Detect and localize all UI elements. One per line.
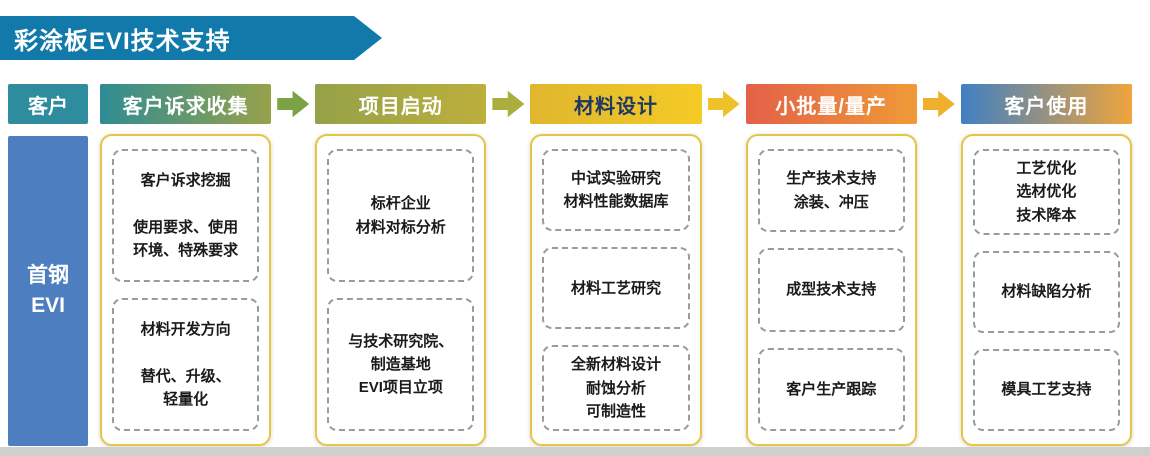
process-box-process-optimization: 工艺优化 选材优化 技术降本 [972, 149, 1121, 235]
right-arrow-icon [492, 90, 525, 118]
stage-body-project-launch: 标杆企业 材料对标分析 与技术研究院、 制造基地 EVI项目立项 [315, 134, 487, 446]
stage-body-customer-use: 工艺优化 选材优化 技术降本 材料缺陷分析 模具工艺支持 [960, 134, 1133, 446]
stage-project-launch: 项目启动 标杆企业 材料对标分析 与技术研究院、 制造基地 EVI项目立项 [315, 84, 487, 446]
stage-header-mass-production: 小批量/量产 [745, 84, 917, 124]
process-box-evi-project-approval: 与技术研究院、 制造基地 EVI项目立项 [327, 298, 475, 431]
stage-customer-use: 客户使用 工艺优化 选材优化 技术降本 材料缺陷分析 模具工艺支持 [960, 84, 1133, 446]
process-box-pilot-research: 中试实验研究 材料性能数据库 [542, 149, 690, 232]
shougang-evi-box: 首钢 EVI [8, 136, 88, 446]
customer-column: 客户 首钢 EVI [8, 84, 88, 446]
process-box-customer-production-tracking: 客户生产跟踪 [757, 347, 905, 431]
process-box-benchmark-analysis: 标杆企业 材料对标分析 [327, 149, 475, 282]
arrow-cell-3 [702, 84, 746, 446]
right-arrow-icon [277, 90, 310, 118]
process-box-production-tech-support: 生产技术支持 涂装、冲压 [757, 149, 905, 233]
process-box-forming-tech-support: 成型技术支持 [757, 248, 905, 332]
stage-header-material-design: 材料设计 [530, 84, 702, 124]
process-flow: 客户 首钢 EVI 客户诉求收集 客户诉求挖掘 使用要求、使用 环境、特殊要求 … [8, 84, 1133, 446]
page-title: 彩涂板EVI技术支持 [14, 27, 231, 55]
right-arrow-icon [707, 90, 740, 118]
stage-header-project-launch: 项目启动 [315, 84, 487, 124]
process-box-demand-mining: 客户诉求挖掘 使用要求、使用 环境、特殊要求 [112, 149, 260, 282]
customer-label: 客户 [8, 84, 88, 124]
process-box-development-direction: 材料开发方向 替代、升级、 轻量化 [112, 298, 260, 431]
stage-material-design: 材料设计 中试实验研究 材料性能数据库 材料工艺研究 全新材料设计 耐蚀分析 可… [530, 84, 702, 446]
stage-header-demand-collection: 客户诉求收集 [100, 84, 272, 124]
process-box-new-material-design: 全新材料设计 耐蚀分析 可制造性 [542, 345, 690, 431]
process-box-material-process-research: 材料工艺研究 [542, 247, 690, 330]
stage-body-mass-production: 生产技术支持 涂装、冲压 成型技术支持 客户生产跟踪 [745, 134, 917, 446]
stage-header-customer-use: 客户使用 [960, 84, 1133, 124]
process-box-mold-process-support: 模具工艺支持 [972, 348, 1121, 431]
arrow-cell-1 [271, 84, 315, 446]
stage-body-material-design: 中试实验研究 材料性能数据库 材料工艺研究 全新材料设计 耐蚀分析 可制造性 [530, 134, 702, 446]
stage-demand-collection: 客户诉求收集 客户诉求挖掘 使用要求、使用 环境、特殊要求 材料开发方向 替代、… [100, 84, 272, 446]
title-banner: 彩涂板EVI技术支持 [0, 16, 382, 60]
process-box-defect-analysis: 材料缺陷分析 [972, 250, 1121, 333]
arrow-cell-2 [486, 84, 530, 446]
bottom-divider [0, 447, 1150, 456]
arrow-cell-4 [917, 84, 961, 446]
right-arrow-icon [922, 90, 955, 118]
stage-body-demand-collection: 客户诉求挖掘 使用要求、使用 环境、特殊要求 材料开发方向 替代、升级、 轻量化 [100, 134, 272, 446]
stage-mass-production: 小批量/量产 生产技术支持 涂装、冲压 成型技术支持 客户生产跟踪 [745, 84, 917, 446]
